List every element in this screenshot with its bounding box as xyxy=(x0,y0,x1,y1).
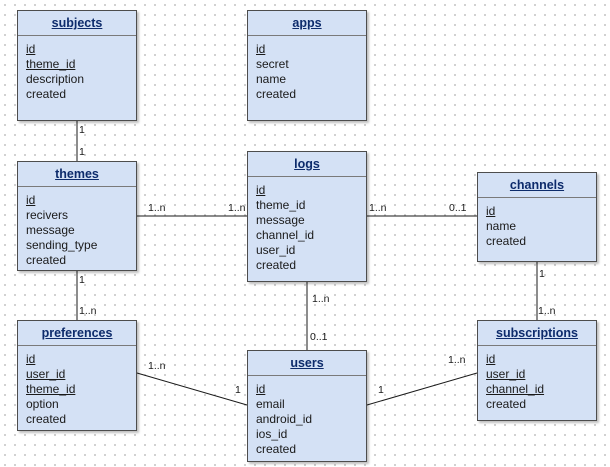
multiplicity-label: 1..n xyxy=(538,305,556,317)
entity-title: themes xyxy=(18,162,136,187)
field-list: id name created xyxy=(478,198,596,249)
field-pk: id xyxy=(26,42,36,56)
multiplicity-label: 1..n xyxy=(448,354,466,366)
field-list: id user_id channel_id created xyxy=(478,346,596,412)
multiplicity-label: 1..n xyxy=(312,293,330,305)
field: sending_type xyxy=(26,238,98,252)
field: ios_id xyxy=(256,427,288,441)
field-pk: id xyxy=(26,193,36,207)
multiplicity-label: 1 xyxy=(235,384,241,396)
field-pk: id xyxy=(26,352,36,366)
field: description xyxy=(26,72,85,86)
field: channel_id xyxy=(256,228,315,242)
entity-preferences[interactable]: preferences id user_id theme_id option c… xyxy=(17,320,137,431)
entity-subjects[interactable]: subjects id theme_id description created xyxy=(17,10,137,121)
multiplicity-label: 1 xyxy=(79,274,85,286)
field: created xyxy=(256,442,297,456)
entity-title: users xyxy=(248,351,366,376)
field: option xyxy=(26,397,59,411)
multiplicity-label: 1..n xyxy=(369,202,387,214)
field: created xyxy=(26,412,67,426)
field-list: id user_id theme_id option created xyxy=(18,346,136,427)
field-list: id recivers message sending_type created xyxy=(18,187,136,268)
entity-title: subscriptions xyxy=(478,321,596,346)
field-list: id email android_id ios_id created xyxy=(248,376,366,457)
entity-title: apps xyxy=(248,11,366,36)
field-list: id theme_id description created xyxy=(18,36,136,102)
multiplicity-label: 1 xyxy=(539,268,545,280)
field-fk: theme_id xyxy=(26,57,76,71)
field-pk: id xyxy=(256,382,266,396)
field-pk: id xyxy=(486,352,496,366)
field-fk: user_id xyxy=(26,367,66,381)
entity-apps[interactable]: apps id secret name created xyxy=(247,10,367,121)
field: user_id xyxy=(256,243,296,257)
field: theme_id xyxy=(256,198,306,212)
field: created xyxy=(256,258,297,272)
field: message xyxy=(256,213,305,227)
entity-title: channels xyxy=(478,173,596,198)
entity-logs[interactable]: logs id theme_id message channel_id user… xyxy=(247,151,367,282)
field: android_id xyxy=(256,412,313,426)
multiplicity-label: 1..n xyxy=(148,360,166,372)
entity-themes[interactable]: themes id recivers message sending_type … xyxy=(17,161,137,271)
multiplicity-label: 1 xyxy=(378,384,384,396)
field-pk: id xyxy=(256,42,266,56)
field: name xyxy=(486,219,517,233)
field-fk: channel_id xyxy=(486,382,545,396)
field: email xyxy=(256,397,285,411)
entity-title: subjects xyxy=(18,11,136,36)
entity-title: logs xyxy=(248,152,366,177)
field: name xyxy=(256,72,287,86)
preferences-users-line[interactable] xyxy=(136,372,248,406)
multiplicity-label: 1..n xyxy=(228,202,246,214)
field-pk: id xyxy=(486,204,496,218)
entity-title: preferences xyxy=(18,321,136,346)
entity-channels[interactable]: channels id name created xyxy=(477,172,597,262)
field-fk: user_id xyxy=(486,367,526,381)
multiplicity-label: 1 xyxy=(79,124,85,136)
field-fk: theme_id xyxy=(26,382,76,396)
field: created xyxy=(256,87,297,101)
field: secret xyxy=(256,57,289,71)
multiplicity-label: 1..n xyxy=(148,202,166,214)
field-list: id secret name created xyxy=(248,36,366,102)
field-list: id theme_id message channel_id user_id c… xyxy=(248,177,366,273)
multiplicity-label: 0..1 xyxy=(449,202,467,214)
entity-users[interactable]: users id email android_id ios_id created xyxy=(247,350,367,462)
field: created xyxy=(26,87,67,101)
field: created xyxy=(486,234,527,248)
multiplicity-label: 0..1 xyxy=(310,331,328,343)
field: created xyxy=(26,253,67,267)
multiplicity-label: 1..n xyxy=(79,305,97,317)
field-pk: id xyxy=(256,183,266,197)
field: created xyxy=(486,397,527,411)
entity-subscriptions[interactable]: subscriptions id user_id channel_id crea… xyxy=(477,320,597,421)
field: message xyxy=(26,223,75,237)
field: recivers xyxy=(26,208,69,222)
users-subscriptions-line[interactable] xyxy=(366,372,478,406)
multiplicity-label: 1 xyxy=(79,146,85,158)
